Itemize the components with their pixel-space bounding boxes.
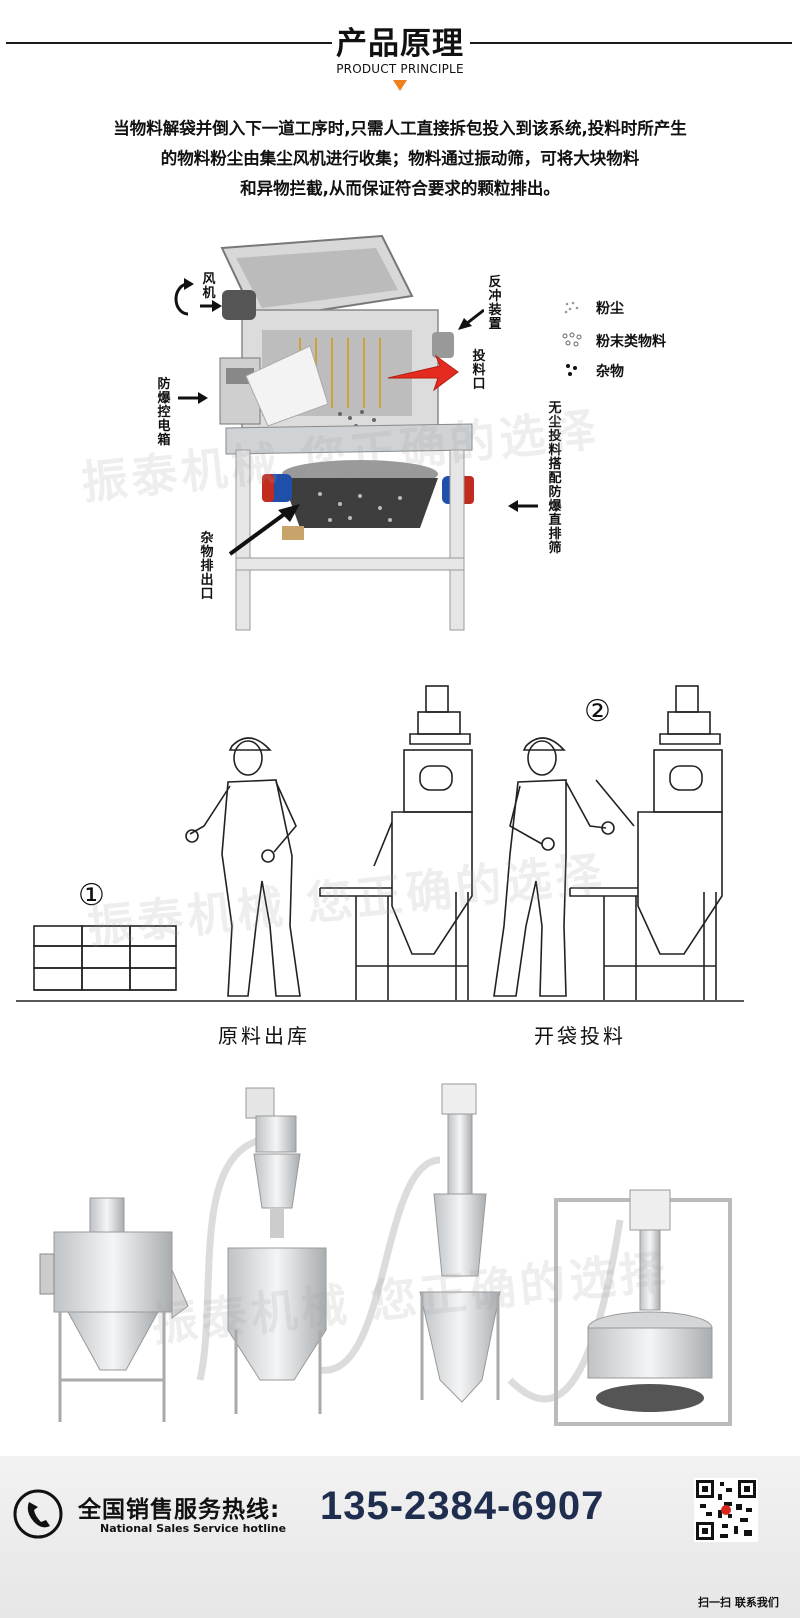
hotline-label-en: National Sales Service hotline [100, 1522, 287, 1535]
intro-line: 和异物拦截,从而保证符合要求的颗粒排出。 [240, 179, 560, 198]
powder-dots-icon [562, 332, 582, 347]
legend-powder: 粉末类物料 [596, 334, 666, 350]
arrow-right-icon [200, 300, 222, 312]
page-subtitle: PRODUCT PRINCIPLE [336, 62, 464, 76]
down-arrow-icon [393, 80, 407, 91]
process-steps-illustration [16, 685, 744, 1002]
arrow-left-icon [508, 500, 538, 512]
page-title: 产品原理 [336, 26, 464, 62]
step-caption-1: 原料出库 [218, 1024, 310, 1048]
label-control-box: 防爆控电箱 [157, 377, 171, 448]
label-fan: 风机 [202, 272, 216, 301]
rotation-arrow-icon [174, 278, 194, 316]
label-dust-free-sieve: 无尘投料搭配防爆直排筛 [548, 401, 562, 556]
title-divider-right [470, 42, 792, 44]
label-debris-outlet: 杂物排出口 [200, 531, 214, 602]
legend-debris: 杂物 [596, 364, 624, 380]
intro-paragraph: 当物料解袋并倒入下一道工序时,只需人工直接拆包投入到该系统,投料时所产生 的物料… [30, 114, 770, 204]
arrow-left-icon [458, 308, 484, 330]
step-marker-2: ② [584, 694, 611, 729]
intro-line: 当物料解袋并倒入下一道工序时,只需人工直接拆包投入到该系统,投料时所产生 [113, 119, 687, 138]
arrow-right-icon [178, 392, 208, 404]
dust-free-feeding-station-illustration [219, 234, 474, 631]
qr-caption: 扫一扫 联系我们 [698, 1596, 779, 1609]
qr-code-icon[interactable] [694, 1478, 758, 1542]
fine-dust-dots-icon [564, 301, 579, 314]
intro-line: 的物料粉尘由集尘风机进行收集；物料通过振动筛，可将大块物料 [160, 149, 640, 168]
title-divider-left [6, 42, 332, 44]
step-marker-1: ① [78, 878, 105, 913]
label-feed-port: 投料口 [472, 349, 486, 392]
debris-dots-icon [566, 364, 577, 376]
phone-number[interactable]: 135-2384-6907 [320, 1484, 605, 1528]
label-backflush: 反冲装置 [488, 275, 502, 332]
phone-icon [13, 1489, 63, 1539]
conveying-system-illustration [39, 1083, 732, 1426]
step-caption-2: 开袋投料 [534, 1024, 626, 1048]
hotline-label: 全国销售服务热线: [78, 1497, 281, 1523]
footer-bar [0, 1456, 800, 1618]
legend-dust: 粉尘 [596, 301, 624, 317]
